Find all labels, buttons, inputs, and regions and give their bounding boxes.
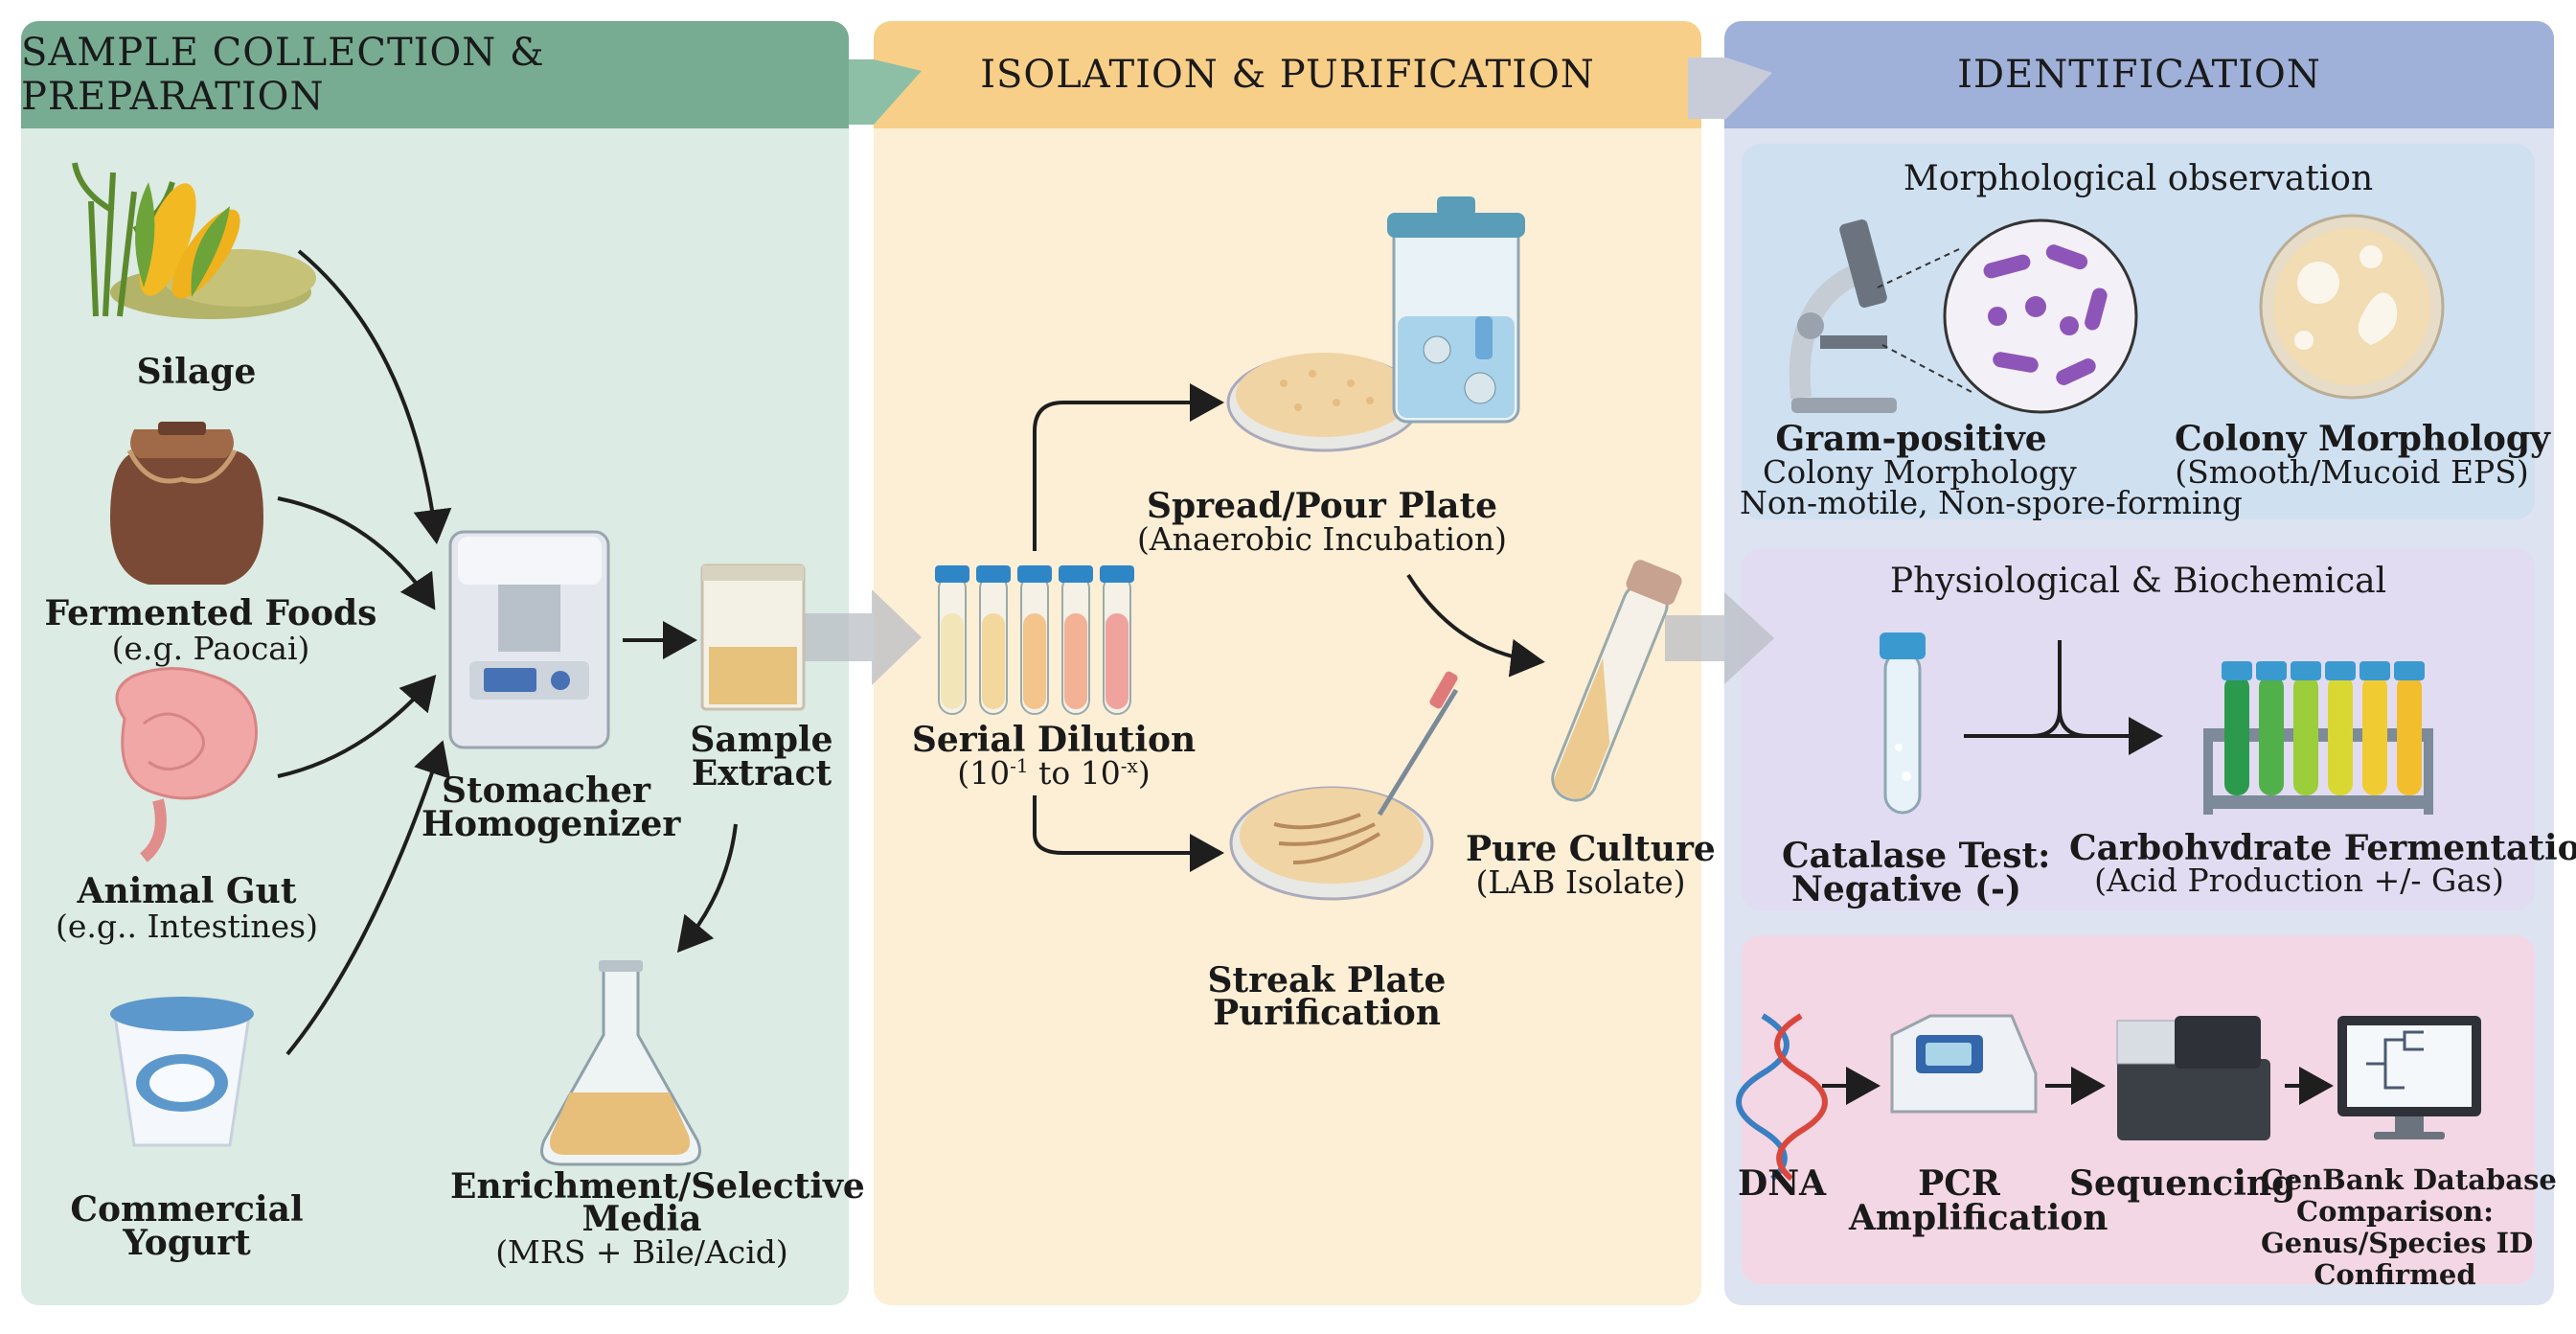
- label-fermented-sub: (e.g. Paocai): [111, 630, 310, 667]
- section-title-identification: IDENTIFICATION: [1957, 53, 2321, 97]
- label-spread-sub: (Anaerobic Incubation): [1136, 520, 1508, 558]
- spread-plate-icon: [1226, 353, 1422, 452]
- label-stomacher-1: Stomacher: [441, 770, 651, 811]
- label-enrich-3: (MRS + Bile/Acid): [495, 1233, 788, 1271]
- silage-icon: [72, 162, 316, 319]
- arrow-fermented: [277, 496, 436, 610]
- sample-bag-icon: [700, 564, 806, 711]
- flow-arrow-1: [805, 589, 922, 685]
- fermentation-rack-icon: [2203, 661, 2433, 815]
- sequencer-icon: [2116, 1016, 2270, 1140]
- arrow-spread-to-pure: [1406, 573, 1545, 678]
- label-yogurt-2: Yogurt: [123, 1223, 251, 1263]
- label-genbank-1: GenBank Database: [2261, 1163, 2557, 1196]
- chevron-arrow-2: [1688, 58, 1772, 119]
- label-extract-2: Extract: [691, 753, 832, 794]
- label-dilution: Serial Dilution: [911, 720, 1197, 760]
- morph-title: Morphological observation: [1903, 159, 2374, 198]
- label-gram: Gram-positive: [1775, 419, 2047, 459]
- panel-isolation: ISOLATION & PURIFICATION: [874, 21, 1701, 1305]
- computer-monitor-icon: [2337, 1016, 2481, 1139]
- label-carb-sub: (Acid Production +/- Gas): [2094, 862, 2504, 899]
- label-pcr-1: PCR: [1918, 1163, 2000, 1204]
- label-silage: Silage: [136, 352, 257, 392]
- section-title-collection: SAMPLE COLLECTION & PREPARATION: [21, 31, 545, 119]
- label-gut: Animal Gut: [77, 871, 297, 911]
- label-dilution-range: (10-1 to 10-x): [957, 754, 1151, 792]
- header-identification: IDENTIFICATION: [1724, 21, 2554, 128]
- header-collection: SAMPLE COLLECTION & PREPARATION: [21, 21, 849, 128]
- catalase-tube-icon: [1880, 632, 1926, 815]
- label-extract-1: Sample: [690, 720, 833, 760]
- arrow-branch: [2030, 640, 2089, 738]
- flask-icon: [540, 960, 701, 1166]
- label-pure-sub: (LAB Isolate): [1475, 863, 1686, 901]
- label-enrich-2: Media: [581, 1199, 702, 1239]
- gram-stain-circle-icon: [1943, 218, 2138, 414]
- streak-plate-icon: [1229, 671, 1459, 901]
- arrow-gut: [277, 674, 437, 778]
- label-genbank-2: Comparison:: [2296, 1195, 2494, 1228]
- dna-helix-icon: [1736, 1013, 1828, 1182]
- label-genbank-4: Confirmed: [2314, 1258, 2476, 1291]
- label-seq: Sequencing: [2069, 1163, 2296, 1204]
- dilution-tubes-icon: [935, 565, 1134, 715]
- label-gram-sub-1: Colony Morphology: [1763, 453, 2077, 491]
- label-yogurt-1: Commercial: [70, 1189, 304, 1230]
- phys-title: Physiological & Biochemical: [1889, 562, 2387, 601]
- arrow-to-flask: [676, 823, 738, 954]
- pure-culture-tube-icon: [1551, 560, 1682, 802]
- label-colony-sub: (Smooth/Mucoid EPS): [2175, 453, 2529, 491]
- label-enrich-1: Enrichment/Selective: [450, 1166, 865, 1207]
- label-genbank-3: Genus/Species ID: [2261, 1227, 2534, 1259]
- flow-arrow-2: [1665, 592, 1774, 684]
- fermented-jar-icon: [110, 422, 263, 585]
- label-gram-sub-2: Non-motile, Non-spore-forming: [1740, 484, 2243, 521]
- arrow-to-streak: [1033, 795, 1224, 872]
- section-title-isolation: ISOLATION & PURIFICATION: [980, 53, 1595, 97]
- label-streak-2: Purification: [1213, 993, 1441, 1033]
- label-spread: Spread/Pour Plate: [1146, 486, 1498, 526]
- label-catalase-2: Negative (-): [1791, 869, 2021, 909]
- pcr-machine-icon: [1890, 1014, 2038, 1114]
- arrow-yogurt: [285, 740, 451, 1056]
- label-colony: Colony Morphology: [2175, 419, 2550, 459]
- label-streak-1: Streak Plate: [1207, 960, 1447, 1000]
- yogurt-cup-icon: [110, 997, 254, 1147]
- label-fermented: Fermented Foods: [44, 593, 377, 633]
- microscope-icon: [1789, 218, 1897, 413]
- colony-plate-icon: [2259, 214, 2445, 400]
- label-dna: DNA: [1737, 1163, 1827, 1204]
- label-pure: Pure Culture: [1466, 829, 1716, 869]
- arrow-to-spread: [1033, 383, 1224, 551]
- anaerobic-jar-icon: [1387, 196, 1525, 424]
- arrow-silage: [297, 249, 452, 544]
- label-gut-sub: (e.g.. Intestines): [56, 908, 318, 945]
- label-carb: Carbohvdrate Fermentation: [2069, 828, 2576, 868]
- label-catalase-1: Catalase Test:: [1782, 836, 2051, 876]
- header-isolation: ISOLATION & PURIFICATION: [874, 21, 1701, 128]
- stomacher-homogenizer-icon: [448, 530, 610, 749]
- label-pcr-2: Amplification: [1849, 1198, 2109, 1238]
- label-stomacher-2: Homogenizer: [422, 804, 681, 844]
- chevron-arrow-1: [849, 59, 922, 125]
- animal-gut-icon: [115, 667, 258, 862]
